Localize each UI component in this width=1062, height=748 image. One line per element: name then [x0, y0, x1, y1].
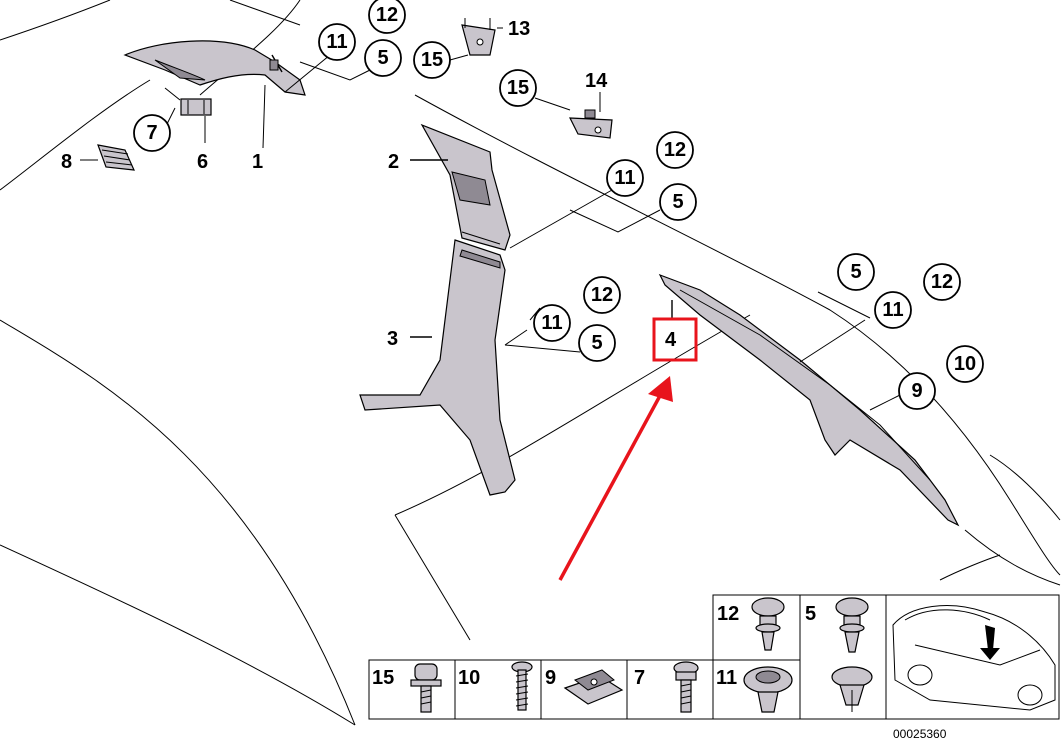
table-label-7: 7	[634, 667, 645, 689]
nut-9-icon	[563, 669, 624, 705]
clip-5-icon	[835, 597, 869, 653]
table-label-10: 10	[458, 667, 480, 689]
svg-text:11: 11	[326, 31, 347, 53]
svg-text:12: 12	[664, 139, 686, 161]
svg-text:10: 10	[954, 353, 976, 375]
circled-callouts: 12 11 5 15 7 15 12 11 5 12 11 5 5 12 11 …	[133, 0, 984, 410]
label-8: 8	[61, 151, 72, 173]
car-body-outline	[0, 0, 1061, 726]
callout-9: 9	[898, 372, 936, 410]
part-6-clip	[164, 87, 212, 143]
svg-text:12: 12	[591, 284, 613, 306]
table-label-11: 11	[716, 667, 737, 689]
label-13: 13	[508, 18, 530, 40]
part-3-b-pillar-lower	[359, 239, 516, 496]
parts-table: 12 5 15 10 9 7 11	[368, 594, 1060, 720]
table-label-9: 9	[545, 667, 556, 689]
callout-15b: 15	[499, 69, 537, 107]
car-thumbnail-icon	[892, 605, 1056, 711]
callout-12a: 12	[368, 0, 406, 34]
callout-5b: 5	[659, 183, 697, 221]
svg-text:11: 11	[882, 299, 903, 321]
callout-11d: 11	[874, 291, 912, 329]
callout-11b: 11	[606, 159, 644, 197]
part-13-bracket	[461, 18, 496, 56]
callout-5c: 5	[578, 324, 616, 362]
clip-11-icon	[743, 666, 793, 713]
callout-10: 10	[946, 345, 984, 383]
callout-5d: 5	[837, 253, 875, 291]
highlight-arrow-icon	[558, 317, 698, 581]
label-4: 4	[665, 329, 677, 351]
svg-text:9: 9	[911, 380, 922, 402]
callout-12d: 12	[923, 263, 961, 301]
clip-12-icon	[751, 597, 785, 651]
callout-7: 7	[133, 114, 171, 152]
label-2: 2	[388, 151, 399, 173]
screw-10-icon	[511, 661, 533, 711]
part-2-b-pillar-upper	[410, 123, 511, 251]
svg-text:11: 11	[614, 167, 635, 189]
label-14: 14	[585, 70, 608, 92]
bolt-15-icon	[410, 663, 442, 713]
svg-text:7: 7	[146, 122, 157, 144]
table-label-5: 5	[805, 603, 816, 625]
svg-text:5: 5	[850, 261, 861, 283]
svg-text:5: 5	[591, 332, 602, 354]
callout-15a: 15	[413, 41, 451, 79]
callout-12b: 12	[656, 131, 694, 169]
callout-11c: 11	[533, 304, 571, 342]
callout-5a: 5	[364, 39, 402, 77]
part-1-pillar-trim	[123, 40, 306, 96]
svg-text:11: 11	[541, 312, 562, 334]
plain-labels: 1 2 3 4 6 8 13 14	[61, 18, 677, 351]
svg-text:5: 5	[377, 47, 388, 69]
part-14-clip	[569, 109, 613, 139]
label-1: 1	[252, 151, 263, 173]
callout-11a: 11	[318, 23, 356, 61]
callout-12c: 12	[583, 276, 621, 314]
screw-7-icon	[673, 661, 699, 713]
push-clip-5-icon	[831, 666, 873, 712]
part-4-trim-strip	[658, 273, 960, 527]
table-label-15: 15	[372, 667, 394, 689]
svg-text:15: 15	[421, 49, 443, 71]
svg-text:12: 12	[931, 271, 953, 293]
table-label-12: 12	[717, 603, 739, 625]
svg-text:12: 12	[376, 4, 398, 26]
label-3: 3	[387, 328, 398, 350]
svg-text:15: 15	[507, 77, 529, 99]
diagram-code: 00025360	[893, 727, 947, 741]
leader-lines	[80, 27, 901, 411]
label-6: 6	[197, 151, 208, 173]
part-8-vent	[97, 144, 135, 171]
svg-text:5: 5	[672, 191, 683, 213]
